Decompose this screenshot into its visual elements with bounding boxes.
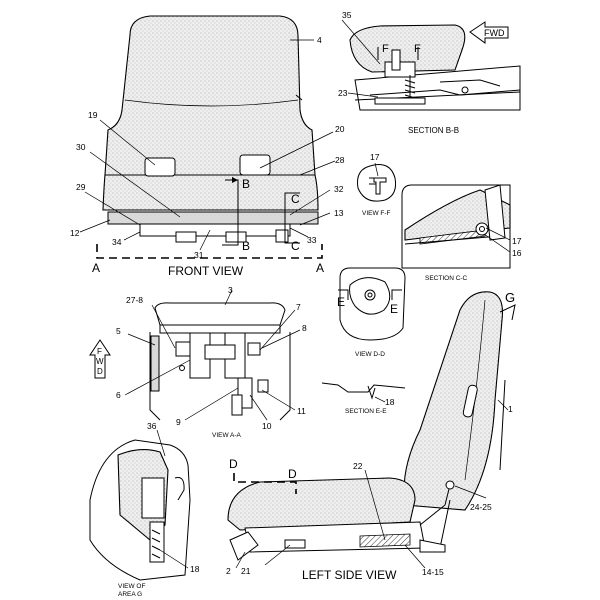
direction-arrows-text: FWD F W D xyxy=(96,28,505,376)
callout-30: 30 xyxy=(76,142,86,152)
left-side-view xyxy=(227,291,516,569)
area-g-marker: G xyxy=(505,290,515,305)
view-ff-title: VIEW F-F xyxy=(362,210,391,217)
callout-23: 23 xyxy=(338,88,348,98)
callout-36: 36 xyxy=(147,421,157,431)
front-view-leaders xyxy=(79,39,336,251)
view-area-g-title-2: AREA G xyxy=(118,591,142,598)
callout-31: 31 xyxy=(194,250,204,260)
callout-2: 2 xyxy=(226,566,231,576)
section-d-line xyxy=(233,473,297,494)
callout-35: 35 xyxy=(342,10,352,20)
callout-32: 32 xyxy=(334,184,344,194)
view-area-g xyxy=(89,429,191,581)
section-cc xyxy=(401,184,511,269)
callout-27-8: 27-8 xyxy=(126,295,143,305)
left-side-view-title: LEFT SIDE VIEW xyxy=(302,568,397,582)
section-bb-title: SECTION B-B xyxy=(408,126,459,135)
fwd-vertical-w: W xyxy=(96,357,104,366)
section-d-right: D xyxy=(288,467,297,481)
callout-21: 21 xyxy=(241,566,251,576)
section-f-left: F xyxy=(382,43,389,55)
callout-numbers: 4 35 23 19 20 30 28 17 29 32 13 12 34 31… xyxy=(70,10,522,577)
callout-3: 3 xyxy=(228,285,233,295)
callout-12: 12 xyxy=(70,228,80,238)
callout-18-ee: 18 xyxy=(385,397,395,407)
section-e-right: E xyxy=(390,302,398,316)
view-aa xyxy=(89,289,301,421)
callout-33: 33 xyxy=(307,235,317,245)
section-a-line xyxy=(96,244,323,259)
section-f-right: F xyxy=(414,43,421,55)
section-c-top: C xyxy=(291,192,300,206)
callout-16: 16 xyxy=(512,248,522,258)
callout-29: 29 xyxy=(76,182,86,192)
front-view-seat xyxy=(96,15,323,259)
callout-9: 9 xyxy=(176,417,181,427)
section-a-right: A xyxy=(316,261,324,275)
callout-34: 34 xyxy=(112,237,122,247)
callout-22: 22 xyxy=(353,461,363,471)
section-ee-title: SECTION E-E xyxy=(345,408,387,415)
section-ee xyxy=(321,382,406,403)
callout-13: 13 xyxy=(334,208,344,218)
callout-14-15: 14-15 xyxy=(422,567,444,577)
section-cc-title: SECTION C-C xyxy=(425,275,468,282)
fwd-vertical-f: F xyxy=(97,347,102,356)
callout-19: 19 xyxy=(88,110,98,120)
section-c-bottom: C xyxy=(291,239,300,253)
callout-6: 6 xyxy=(116,390,121,400)
section-a-left: A xyxy=(92,261,100,275)
callout-5: 5 xyxy=(116,326,121,336)
view-dd-title: VIEW D-D xyxy=(355,351,385,358)
section-letters: A A B B C C F F D D E E G xyxy=(92,43,515,481)
callout-10: 10 xyxy=(262,421,272,431)
callout-17-cc: 17 xyxy=(512,236,522,246)
callout-20: 20 xyxy=(335,124,345,134)
fwd-label: FWD xyxy=(484,28,505,38)
callout-24-25: 24-25 xyxy=(470,502,492,512)
view-ff xyxy=(357,162,396,202)
callout-17-ff: 17 xyxy=(370,152,380,162)
callout-18-g: 18 xyxy=(190,564,200,574)
view-dd xyxy=(338,267,406,341)
fwd-vertical-d: D xyxy=(97,367,103,376)
callout-4: 4 xyxy=(317,35,322,45)
view-area-g-title-1: VIEW OF xyxy=(118,583,145,590)
section-b-top: B xyxy=(242,177,250,191)
callout-8: 8 xyxy=(302,323,307,333)
view-titles: FRONT VIEW SECTION B-B VIEW F-F SECTION … xyxy=(118,126,468,598)
section-b-bottom: B xyxy=(242,239,250,253)
callout-11: 11 xyxy=(297,406,306,416)
callout-7: 7 xyxy=(296,302,301,312)
section-bb xyxy=(341,19,521,111)
section-d-left: D xyxy=(229,457,238,471)
callout-28: 28 xyxy=(335,155,345,165)
section-e-left: E xyxy=(337,295,345,309)
front-view-title: FRONT VIEW xyxy=(168,264,244,278)
callout-1: 1 xyxy=(508,404,513,414)
view-aa-title: VIEW A-A xyxy=(212,432,242,439)
